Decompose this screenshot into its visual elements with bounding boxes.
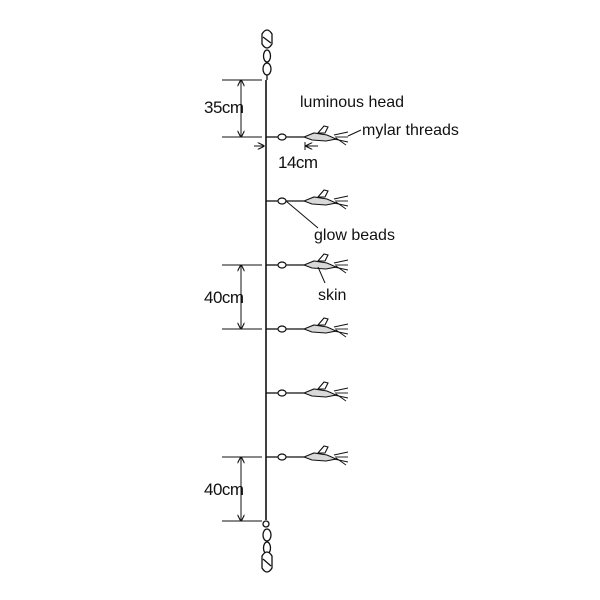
dimension-label-14cm: 14cm — [278, 153, 318, 172]
glow-bead — [277, 453, 287, 461]
dimension-40cm-middle — [222, 265, 262, 329]
glow-bead — [277, 389, 287, 397]
branches — [266, 125, 349, 466]
lure-icon — [302, 381, 349, 402]
dimension-label-35cm: 35cm — [204, 98, 244, 117]
label-glow-beads: glow beads — [314, 227, 395, 244]
lure-icon — [302, 253, 349, 274]
dimension-label-40cm-middle: 40cm — [204, 288, 244, 307]
leader-lines — [285, 129, 362, 284]
glow-bead — [277, 197, 287, 205]
swivel-bottom-icon — [261, 520, 273, 573]
branch — [266, 317, 349, 338]
branch — [266, 445, 349, 466]
branch — [266, 253, 349, 274]
lure-icon — [302, 445, 349, 466]
branch — [266, 125, 349, 146]
glow-bead — [277, 325, 287, 333]
dimension-14cm — [254, 142, 318, 150]
label-luminous-head: luminous head — [300, 94, 405, 111]
branch — [266, 189, 349, 210]
branch — [266, 381, 349, 402]
dimension-40cm-bottom — [222, 457, 262, 521]
lure-icon — [302, 317, 349, 338]
lure-icon — [302, 189, 349, 210]
glow-bead — [277, 261, 287, 269]
label-mylar-threads: mylar threads — [362, 122, 459, 139]
swivel-top-icon — [261, 29, 273, 80]
dimension-label-40cm-bottom: 40cm — [204, 480, 244, 499]
label-skin: skin — [318, 287, 347, 304]
glow-bead — [277, 133, 287, 141]
dimension-35cm — [222, 80, 262, 137]
lure-icon — [302, 125, 349, 146]
